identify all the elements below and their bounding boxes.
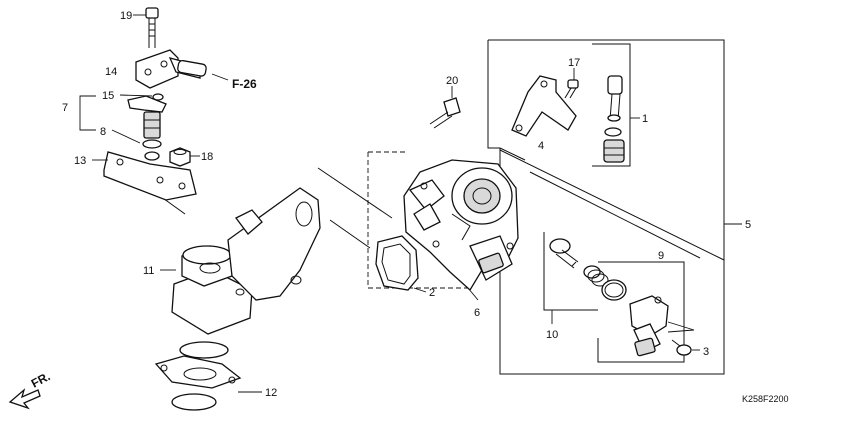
assembly-box-9: [597, 261, 685, 363]
bracket-4: [511, 75, 577, 137]
callout-4: 4: [538, 140, 544, 152]
callout-10: 10: [546, 329, 558, 341]
callout-8: 8: [100, 126, 106, 138]
bolt-20: [429, 86, 461, 129]
reference-label: F-26: [232, 77, 257, 91]
bolt-19: [133, 7, 159, 48]
callout-19: 19: [120, 10, 132, 22]
perspective-line: [329, 219, 371, 249]
callout-1: 1: [642, 113, 648, 125]
injector-8: [111, 95, 167, 161]
front-direction-arrow: [8, 388, 41, 410]
assembly-box-7: [79, 95, 96, 131]
callout-12: 12: [265, 387, 277, 399]
callout-9: 9: [658, 250, 664, 262]
screw-10: [549, 238, 579, 269]
screw-3: [671, 339, 700, 356]
gasket-2: [375, 235, 427, 293]
callout-18: 18: [201, 151, 213, 163]
callout-7: 7: [62, 102, 68, 114]
gasket-12: [154, 341, 262, 411]
nut-18: [169, 147, 200, 167]
perspective-line: [529, 171, 701, 259]
callout-2: 2: [429, 287, 435, 299]
perspective-line: [499, 149, 725, 261]
screw-17: [564, 68, 579, 99]
direction-label: FR.: [29, 369, 53, 390]
sensor-1: [603, 75, 625, 163]
callout-6: 6: [474, 307, 480, 319]
callout-11: 11: [143, 265, 154, 277]
assembly-box-10: [543, 232, 598, 324]
assembly-box-5: [487, 39, 742, 375]
callout-15: 15: [102, 90, 114, 102]
callout-5: 5: [745, 219, 751, 231]
callout-14: 14: [105, 66, 117, 78]
assembly-box-1: [592, 43, 640, 167]
callout-3: 3: [703, 346, 709, 358]
callout-17: 17: [568, 57, 580, 69]
insulator-11: [160, 187, 321, 335]
oring-part: [601, 279, 627, 301]
callout-20: 20: [446, 75, 458, 87]
perspective-line: [317, 167, 393, 219]
sensor-9: [629, 295, 695, 357]
callout-13: 13: [74, 155, 86, 167]
diagram-code: K258F2200: [742, 394, 789, 404]
callouts: 19 14 15 7 8 13 18 11 12 2 6 20 4 17 1 5…: [62, 10, 751, 399]
spring-part: [583, 265, 609, 287]
fuel-joint-14: [135, 49, 229, 89]
throttle-body-6: [403, 159, 519, 292]
bracket-plate-13: [92, 151, 197, 201]
